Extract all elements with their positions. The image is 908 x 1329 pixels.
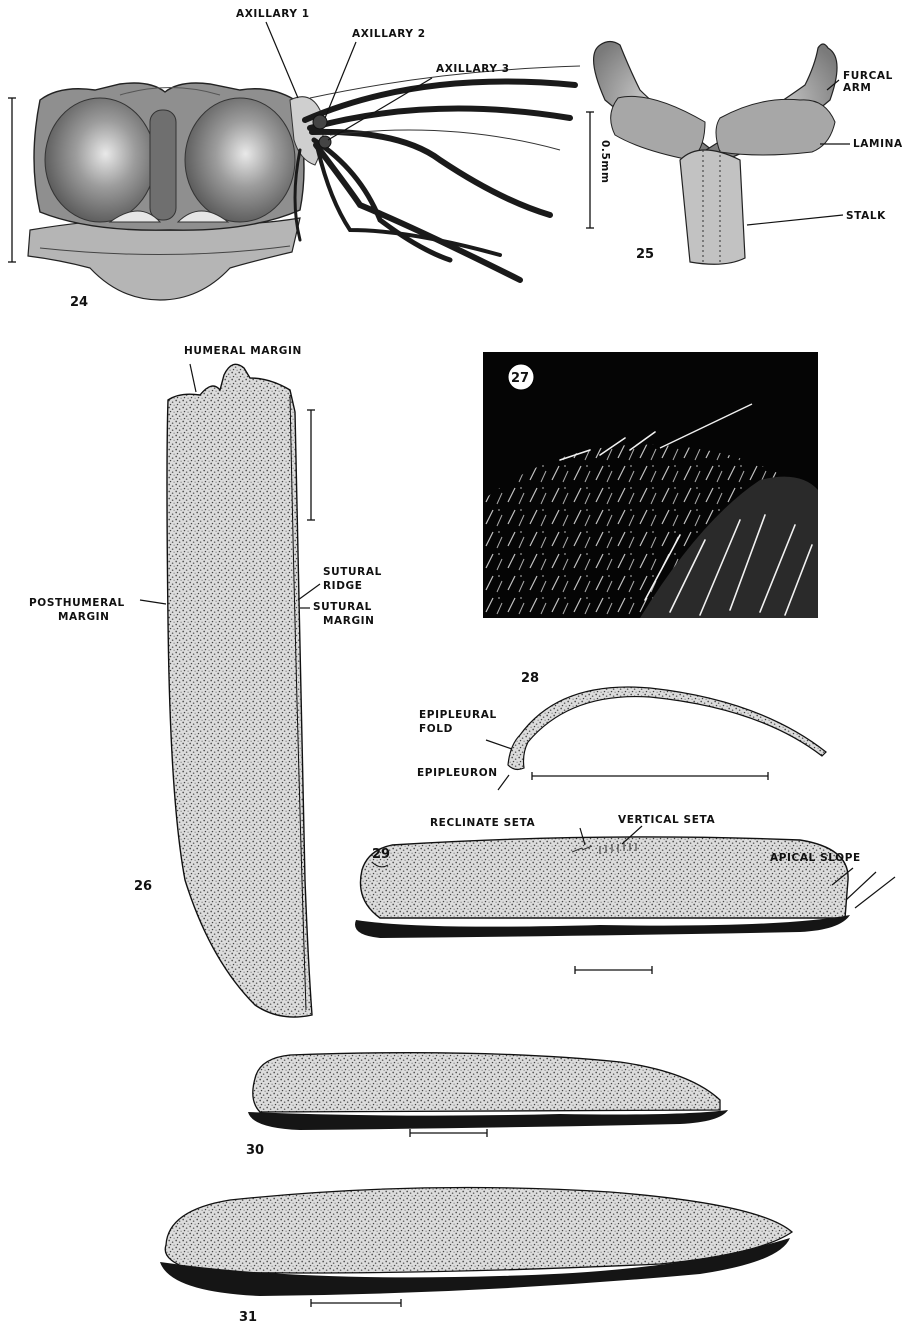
label-stalk: STALK (846, 210, 886, 222)
figure-number-28: 28 (521, 671, 539, 686)
label-axillary-3: AXILLARY 3 (436, 63, 510, 75)
label-vertical-seta: VERTICAL SETA (618, 814, 715, 826)
label-sutural-ridge-2: RIDGE (323, 580, 363, 592)
figure-number-26: 26 (134, 879, 152, 894)
figure-number-31: 31 (239, 1310, 257, 1325)
label-lamina: LAMINA (853, 138, 903, 150)
label-posthumeral-1: POSTHUMERAL (29, 597, 125, 609)
figure-number-27: 27 (511, 371, 529, 386)
label-epipleural-fold-1: EPIPLEURAL (419, 709, 497, 721)
figure-25: 0.5mm FURCAL ARM LAMINA STALK 25 (586, 42, 903, 265)
label-epipleural-fold-2: FOLD (419, 723, 453, 735)
figure-31: 31 (160, 1188, 792, 1326)
figure-26: HUMERAL MARGIN POSTHUMERAL MARGIN SUTURA… (29, 345, 382, 1017)
label-sutural-margin-1: SUTURAL (313, 601, 372, 613)
figure-number-30: 30 (246, 1143, 264, 1158)
figure-27: 27 (483, 352, 818, 618)
label-furcal-arm-2: ARM (843, 82, 871, 94)
label-furcal-arm-1: FURCAL (843, 70, 893, 82)
figure-number-24: 24 (70, 295, 88, 310)
figure-30: 30 (246, 1053, 728, 1158)
label-scale-0-5mm: 0.5mm (599, 140, 611, 183)
figure-number-25: 25 (636, 247, 654, 262)
label-axillary-2: AXILLARY 2 (352, 28, 426, 40)
figure-number-29: 29 (372, 847, 390, 862)
label-epipleuron: EPIPLEURON (417, 767, 498, 779)
label-apical-slope: APICAL SLOPE (770, 852, 861, 864)
label-posthumeral-2: MARGIN (58, 611, 110, 623)
figure-28: EPIPLEURAL FOLD EPIPLEURON 28 (417, 671, 826, 790)
label-reclinate-seta: RECLINATE SETA (430, 817, 536, 829)
label-humeral-margin: HUMERAL MARGIN (184, 345, 302, 357)
figure-24: AXILLARY 1 AXILLARY 2 AXILLARY 3 24 (8, 8, 580, 310)
label-axillary-1: AXILLARY 1 (236, 8, 310, 20)
label-sutural-margin-2: MARGIN (323, 615, 375, 627)
label-sutural-ridge-1: SUTURAL (323, 566, 382, 578)
figure-29: RECLINATE SETA VERTICAL SETA APICAL SLOP… (355, 814, 895, 974)
